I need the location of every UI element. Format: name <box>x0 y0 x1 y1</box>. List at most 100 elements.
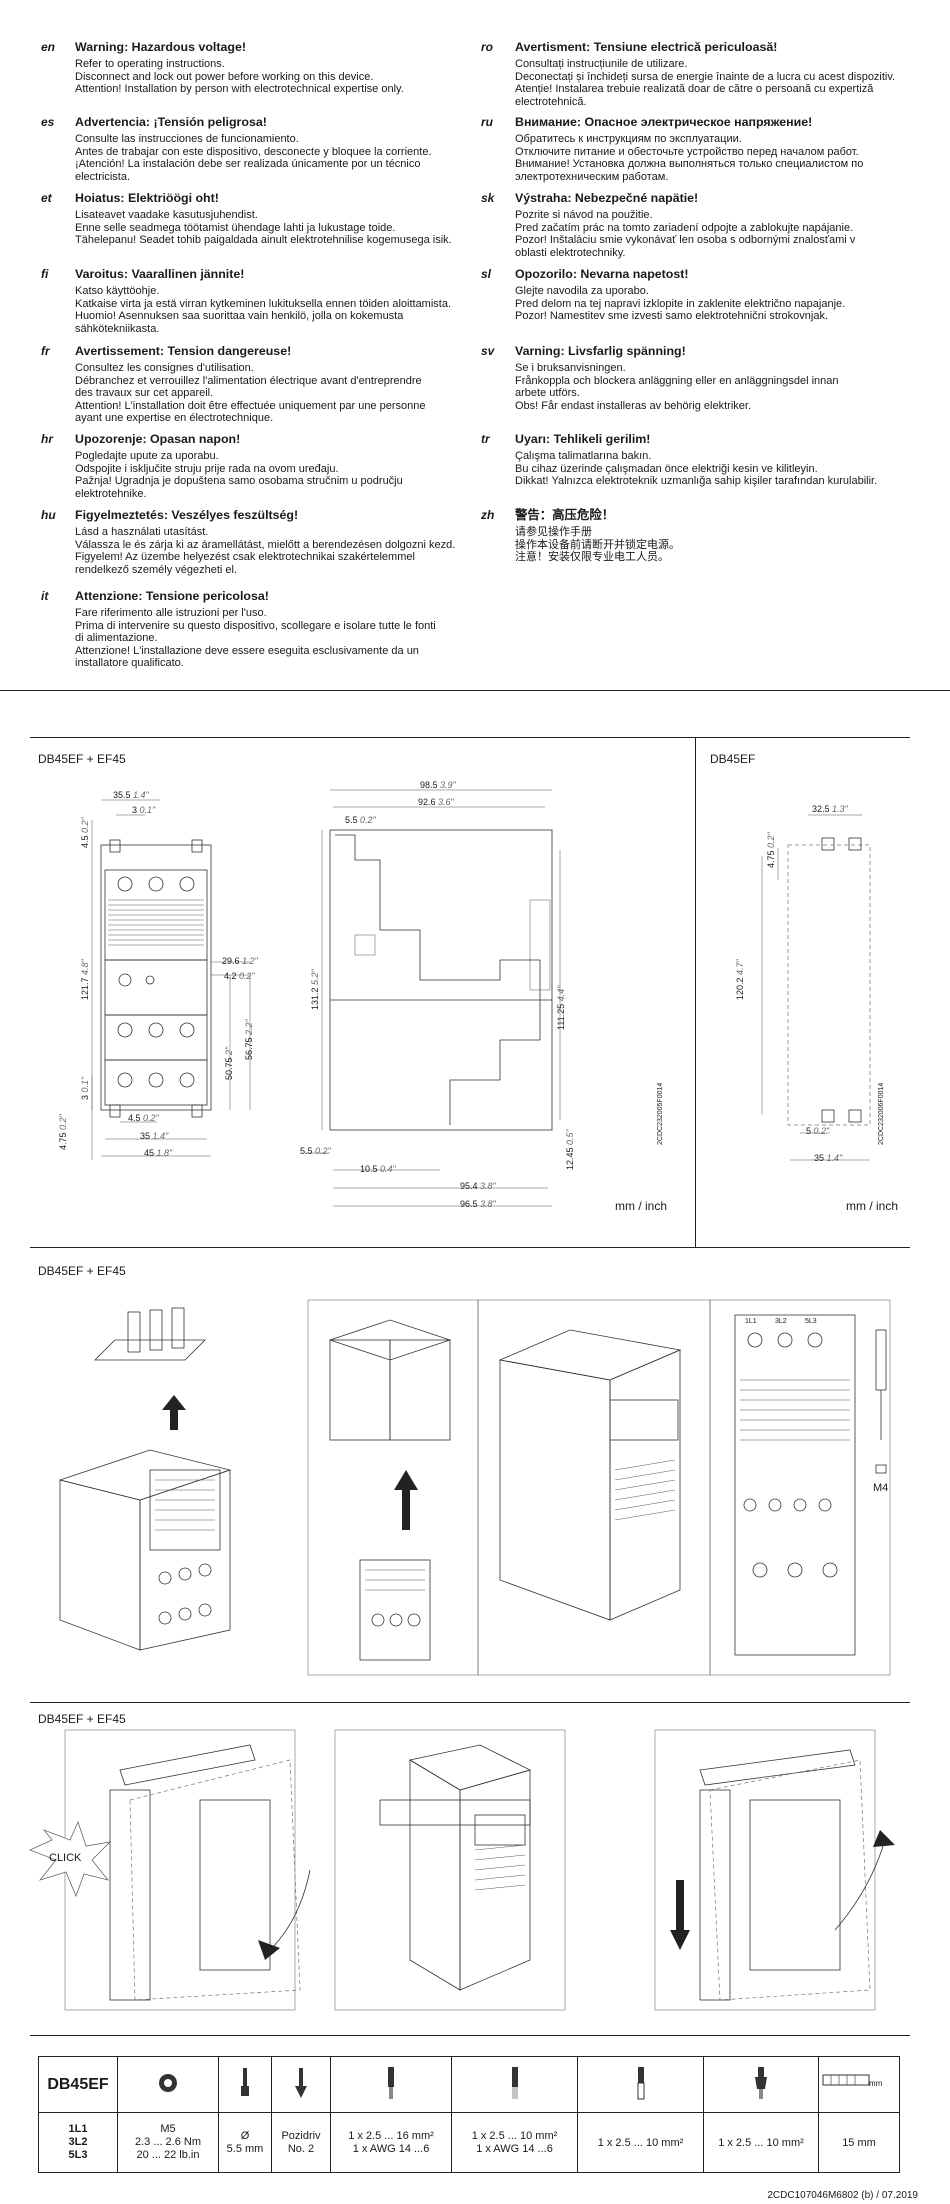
spec-value: 1 x AWG 14 ...6 <box>352 2142 430 2155</box>
language-code: sv <box>481 344 495 358</box>
warning-text: Débranchez et verrouillez l'alimentation… <box>75 374 422 387</box>
spec-value: No. 2 <box>287 2142 315 2155</box>
warning-text: Frånkoppla och blockera anläggning eller… <box>515 374 839 387</box>
dimension-label: 45 1.8" <box>144 1148 173 1158</box>
language-code: sl <box>481 267 492 281</box>
divider <box>30 737 910 738</box>
warning-text: sähkötekniikasta. <box>75 322 160 335</box>
dimension-label: 35 1.4" <box>140 1131 169 1141</box>
warning-heading: Uyarı: Tehlikeli gerilim! <box>515 432 651 446</box>
warning-text: Обратитесь к инструкциям по эксплуатации… <box>515 133 742 146</box>
divider <box>30 2035 910 2036</box>
language-code: it <box>41 589 49 603</box>
warning-block-sk: sk Výstraha: Nebezpečné napätie! Pozrite s… <box>481 191 935 259</box>
dimension-label: 35.5 1.4" <box>113 790 149 800</box>
warning-text: Отключите питание и обесточьте устройств… <box>515 145 859 158</box>
warning-text: Antes de trabajar con este dispositivo, … <box>75 145 432 158</box>
dimension-label: 10.5 0.4" <box>360 1164 396 1174</box>
language-code: hr <box>41 432 53 446</box>
dimension-label: 35 1.4" <box>814 1153 843 1163</box>
warning-text: ¡Atención! La instalación debe ser reali… <box>75 158 421 171</box>
section-title: DB45EF + EF45 <box>38 752 126 766</box>
warning-text: Válassza le és zárja ki az áramellátást,… <box>75 538 456 551</box>
spec-value: 5L3 <box>68 2149 88 2161</box>
dimension-label: 96.5 3.8" <box>460 1199 496 1209</box>
warning-text: ayant une expertise en électrotechnique. <box>75 412 274 425</box>
language-code: sk <box>481 191 495 205</box>
dimension-label: 5 0.2" <box>806 1126 830 1136</box>
warning-text: Atenție! Instalarea trebuie realizată do… <box>515 83 874 96</box>
warning-text: 操作本设备前请断开并锁定电源。 <box>515 538 680 551</box>
dimension-label: 5.5 0.2" <box>300 1146 331 1156</box>
warning-text: Refer to operating instructions. <box>75 58 225 71</box>
warning-text: di alimentazione. <box>75 632 158 645</box>
warning-text: Glejte navodila za uporabo. <box>515 285 649 298</box>
strip-length: 15 mm <box>818 2112 900 2173</box>
divider <box>30 1702 910 1703</box>
warning-text: oblasti elektrotechniky. <box>515 246 626 259</box>
warning-text: Attention! L'installation doit être effe… <box>75 399 426 412</box>
warning-text: Pozrite si návod na použitie. <box>515 209 653 222</box>
strip-unit: mm <box>869 2078 883 2088</box>
dimension-label: 32.5 1.3" <box>812 804 848 814</box>
warning-text: Pažnja! Ugradnja je dopuštena samo osoba… <box>75 475 403 488</box>
warning-heading: Attenzione: Tensione pericolosa! <box>75 589 269 603</box>
warning-heading: Upozorenje: Opasan napon! <box>75 432 241 446</box>
warning-heading: Внимание: Опасное электрическое напряжен… <box>515 115 813 129</box>
warning-text: Pred začatím prác na tomto zariadení odp… <box>515 221 854 234</box>
warning-heading: Avertisment: Tensiune electrică periculo… <box>515 40 778 54</box>
warning-text: Enne selle seadmega töötamist ühendage l… <box>75 221 396 234</box>
ferrule-wire-icon <box>577 2056 704 2113</box>
warning-text: Consultez les consignes d'utilisation. <box>75 362 254 375</box>
pozidriv-screwdriver-icon <box>271 2056 331 2113</box>
warning-text: электротехническим работам. <box>515 170 669 183</box>
click-label: CLICK <box>49 1852 82 1864</box>
warning-text: Prima di intervenire su questo dispositi… <box>75 619 436 632</box>
terminal-label: 5L3 <box>805 1318 817 1325</box>
warning-text: electrotehnică. <box>515 95 587 108</box>
language-code: fi <box>41 267 49 281</box>
spec-value: 1 x 2.5 ... 10 mm² <box>471 2129 558 2142</box>
unit-label: mm / inch <box>846 1199 899 1213</box>
stranded-wire-icon <box>451 2056 578 2113</box>
dimension-label: 98.5 3.9" <box>420 780 456 790</box>
insulated-ferrule-range: 1 x 2.5 ... 10 mm² <box>703 2112 819 2173</box>
warning-text: Huomio! Asennuksen saa suorittaa vain he… <box>75 310 404 323</box>
warning-text: Внимание! Установка должна выполняться т… <box>515 158 864 171</box>
terminal-label: 1L1 <box>745 1318 757 1325</box>
spec-value: 20 ... 22 lb.in <box>136 2149 200 2161</box>
language-code: fr <box>41 344 50 358</box>
warning-text: Consulte las instrucciones de funcionami… <box>75 133 299 146</box>
warning-text: Fare riferimento alle istruzioni per l'u… <box>75 607 267 620</box>
divider <box>30 1247 910 1248</box>
warning-text: Pozor! Namestitev sme izvesti samo elekt… <box>515 310 829 323</box>
dimension-label: 5.5 0.2" <box>345 815 376 825</box>
model-name: DB45EF <box>38 2056 118 2113</box>
torque-icon <box>117 2056 219 2113</box>
dimension-label: 3 0.1" <box>132 805 156 815</box>
warning-text: Pogledajte upute za uporabu. <box>75 450 219 463</box>
warning-text: elektrotehnike. <box>75 487 147 500</box>
warning-text: Katso käyttöohje. <box>75 285 160 298</box>
spec-value: 3L2 <box>68 2136 88 2148</box>
unit-label: mm / inch <box>615 1199 668 1213</box>
language-code: en <box>41 40 56 54</box>
warning-heading: Výstraha: Nebezpečné napätie! <box>515 191 699 205</box>
warning-text: Odspojite i isključite struju prije rada… <box>75 462 339 475</box>
spec-value: 5.5 mm <box>226 2142 264 2155</box>
divider <box>0 690 950 691</box>
document-code: 2CDC107046M6802 (b) / 07.2019 <box>767 2190 918 2201</box>
spec-value: 2.3 ... 2.6 Nm <box>134 2136 202 2148</box>
